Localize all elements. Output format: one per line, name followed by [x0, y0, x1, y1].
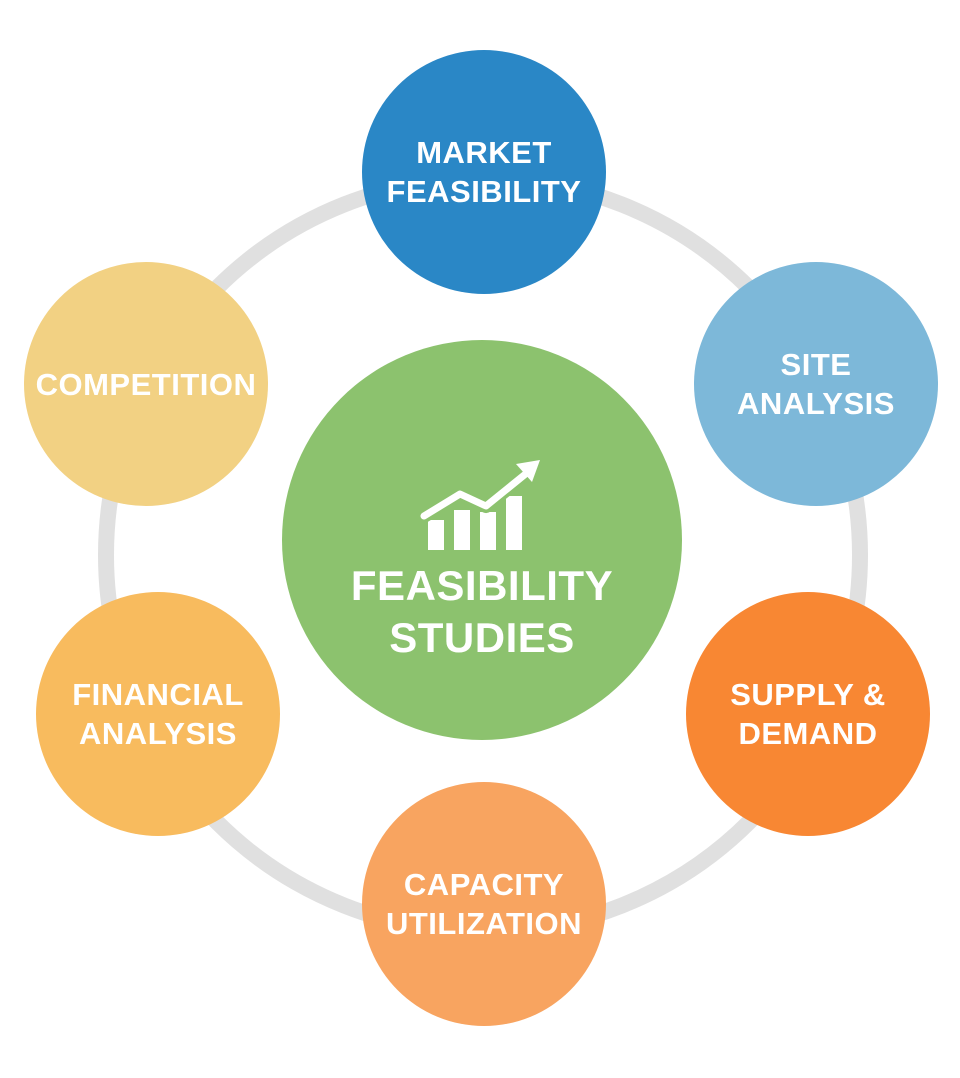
- node-label: SITE ANALYSIS: [737, 345, 895, 423]
- node-label: CAPACITY UTILIZATION: [386, 865, 582, 943]
- node-label-line: SUPPLY &: [730, 677, 886, 712]
- node-competition: COMPETITION: [24, 262, 268, 506]
- node-label-line: COMPETITION: [35, 366, 257, 402]
- node-label-line: UTILIZATION: [385, 906, 583, 941]
- node-financial-analysis: FINANCIAL ANALYSIS: [36, 592, 280, 836]
- node-center-feasibility-studies: FEASIBILITY STUDIES: [282, 340, 682, 740]
- node-label-line: FEASIBILITY: [386, 174, 582, 209]
- node-label-line: SITE: [780, 347, 852, 382]
- node-label: FINANCIAL ANALYSIS: [72, 675, 244, 753]
- growth-chart-icon: [420, 460, 540, 550]
- node-label: SUPPLY & DEMAND: [730, 675, 886, 753]
- node-market-feasibility: MARKET FEASIBILITY: [362, 50, 606, 294]
- node-label-line: MARKET: [416, 135, 552, 170]
- node-label-line: ANALYSIS: [79, 716, 237, 751]
- center-label: FEASIBILITY STUDIES: [351, 560, 613, 664]
- node-label-line: CAPACITY: [403, 867, 565, 902]
- node-capacity-utilization: CAPACITY UTILIZATION: [362, 782, 606, 1026]
- node-label: MARKET FEASIBILITY: [387, 133, 582, 211]
- center-label-line: FEASIBILITY: [350, 562, 614, 609]
- node-label-line: DEMAND: [738, 716, 878, 751]
- node-label-line: FINANCIAL: [72, 677, 244, 712]
- node-label: COMPETITION: [36, 365, 257, 404]
- center-label-line: STUDIES: [389, 614, 575, 661]
- node-label-line: ANALYSIS: [737, 386, 895, 421]
- node-supply-demand: SUPPLY & DEMAND: [686, 592, 930, 836]
- node-site-analysis: SITE ANALYSIS: [694, 262, 938, 506]
